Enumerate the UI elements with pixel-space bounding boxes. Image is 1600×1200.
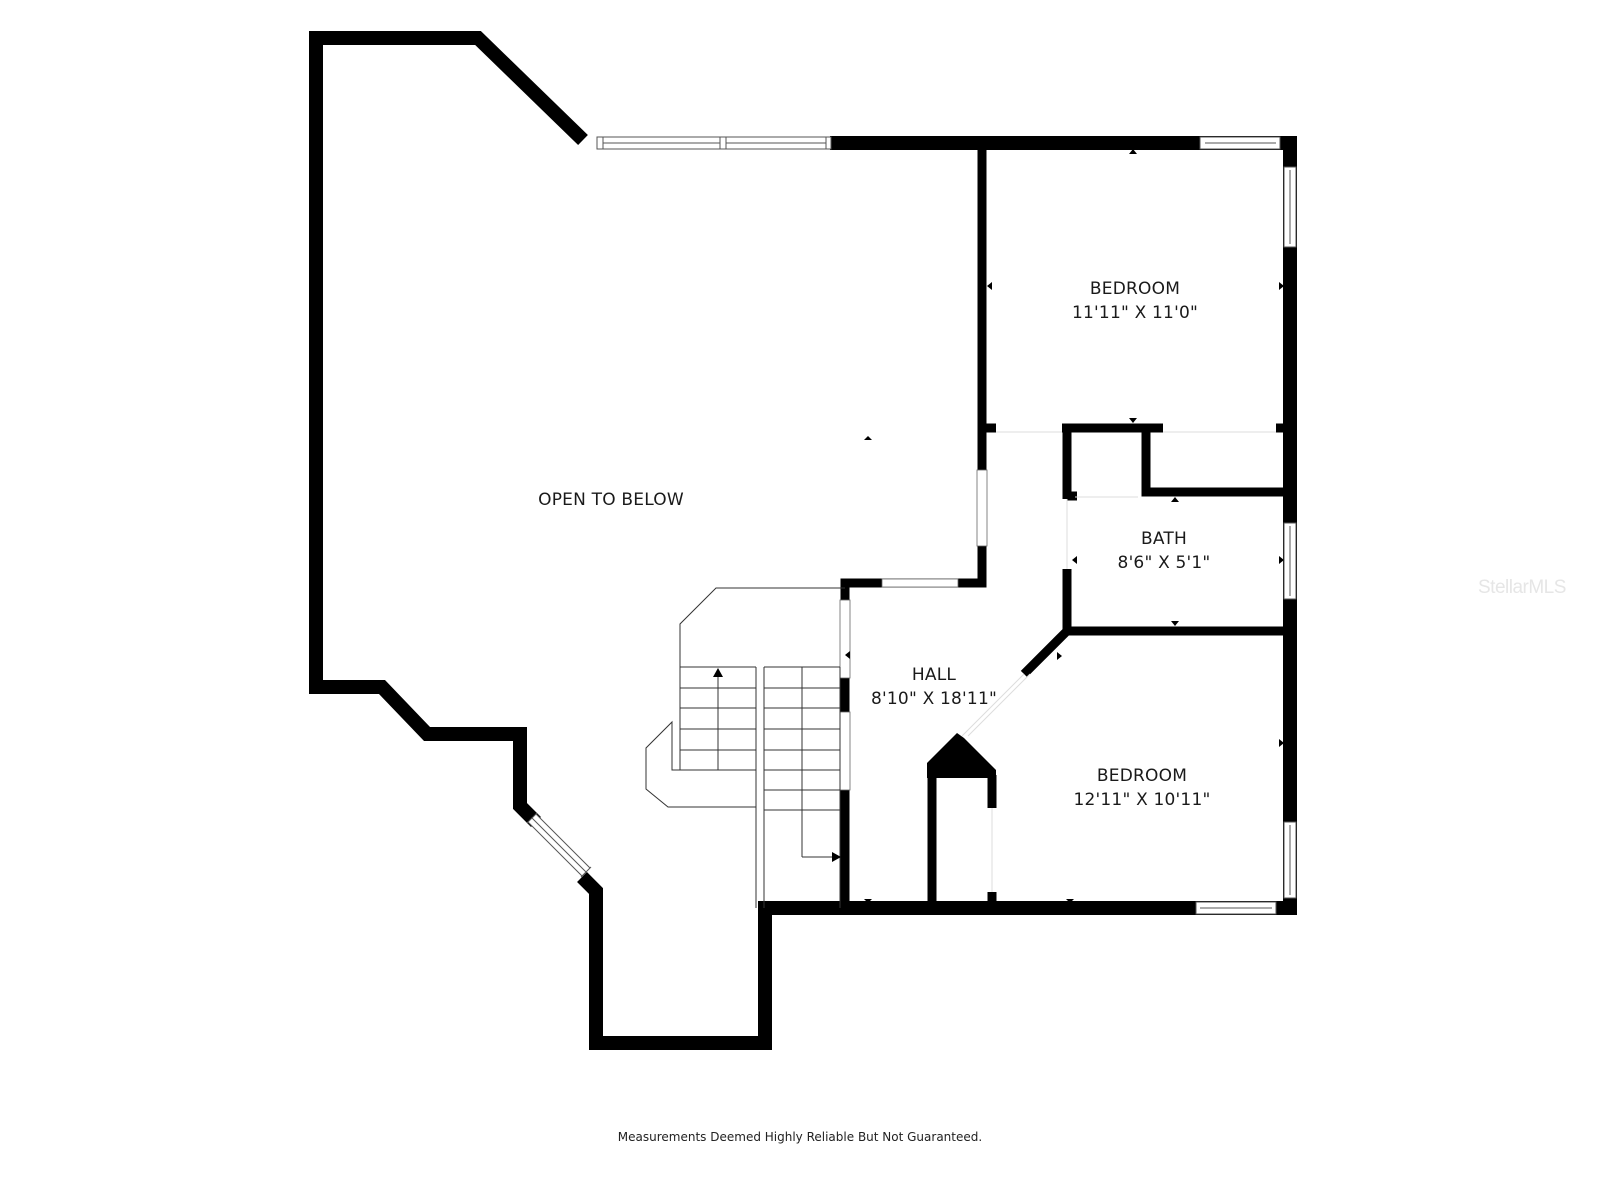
window-bottom-right: [1195, 901, 1277, 915]
room-dimensions: 12'11" X 10'11": [1073, 790, 1211, 810]
window-right-2: [1283, 522, 1297, 600]
room-name: BATH: [1141, 529, 1187, 549]
room-name: HALL: [911, 665, 957, 685]
chimney-block: [927, 733, 997, 908]
measurement-markers: [845, 149, 1284, 903]
room-name: OPEN TO BELOW: [538, 490, 684, 510]
room-dimensions: 8'10" X 18'11": [871, 689, 997, 709]
room-label-hall: HALL 8'10" X 18'11": [871, 663, 997, 711]
window-top-right: [1199, 136, 1281, 150]
room-label-bath: BATH 8'6" X 5'1": [1118, 527, 1211, 575]
room-dimensions: 8'6" X 5'1": [1117, 553, 1211, 573]
staircase: [645, 587, 845, 908]
room-label-bedroom-1: BEDROOM 11'11" X 11'0": [1072, 277, 1198, 325]
window-right-3: [1283, 821, 1297, 899]
exterior-walls: [309, 31, 1297, 1050]
room-label-open-to-below: OPEN TO BELOW: [538, 488, 684, 512]
room-dimensions: 11'11" X 11'0": [1072, 303, 1198, 323]
watermark-logo: StellarMLS: [1478, 577, 1566, 598]
disclaimer-footer: Measurements Deemed Highly Reliable But …: [617, 1130, 983, 1144]
stair-arrow-up-icon: [713, 668, 723, 677]
room-label-bedroom-2: BEDROOM 12'11" X 10'11": [1074, 764, 1211, 812]
interior-openings: [839, 431, 1276, 791]
room-name: BEDROOM: [1096, 766, 1188, 786]
window-top-left: [596, 136, 832, 150]
stair-arrow-right-icon: [832, 852, 841, 862]
window-right-1: [1283, 166, 1297, 248]
room-name: BEDROOM: [1089, 279, 1181, 299]
window-diagonal: [526, 812, 592, 878]
